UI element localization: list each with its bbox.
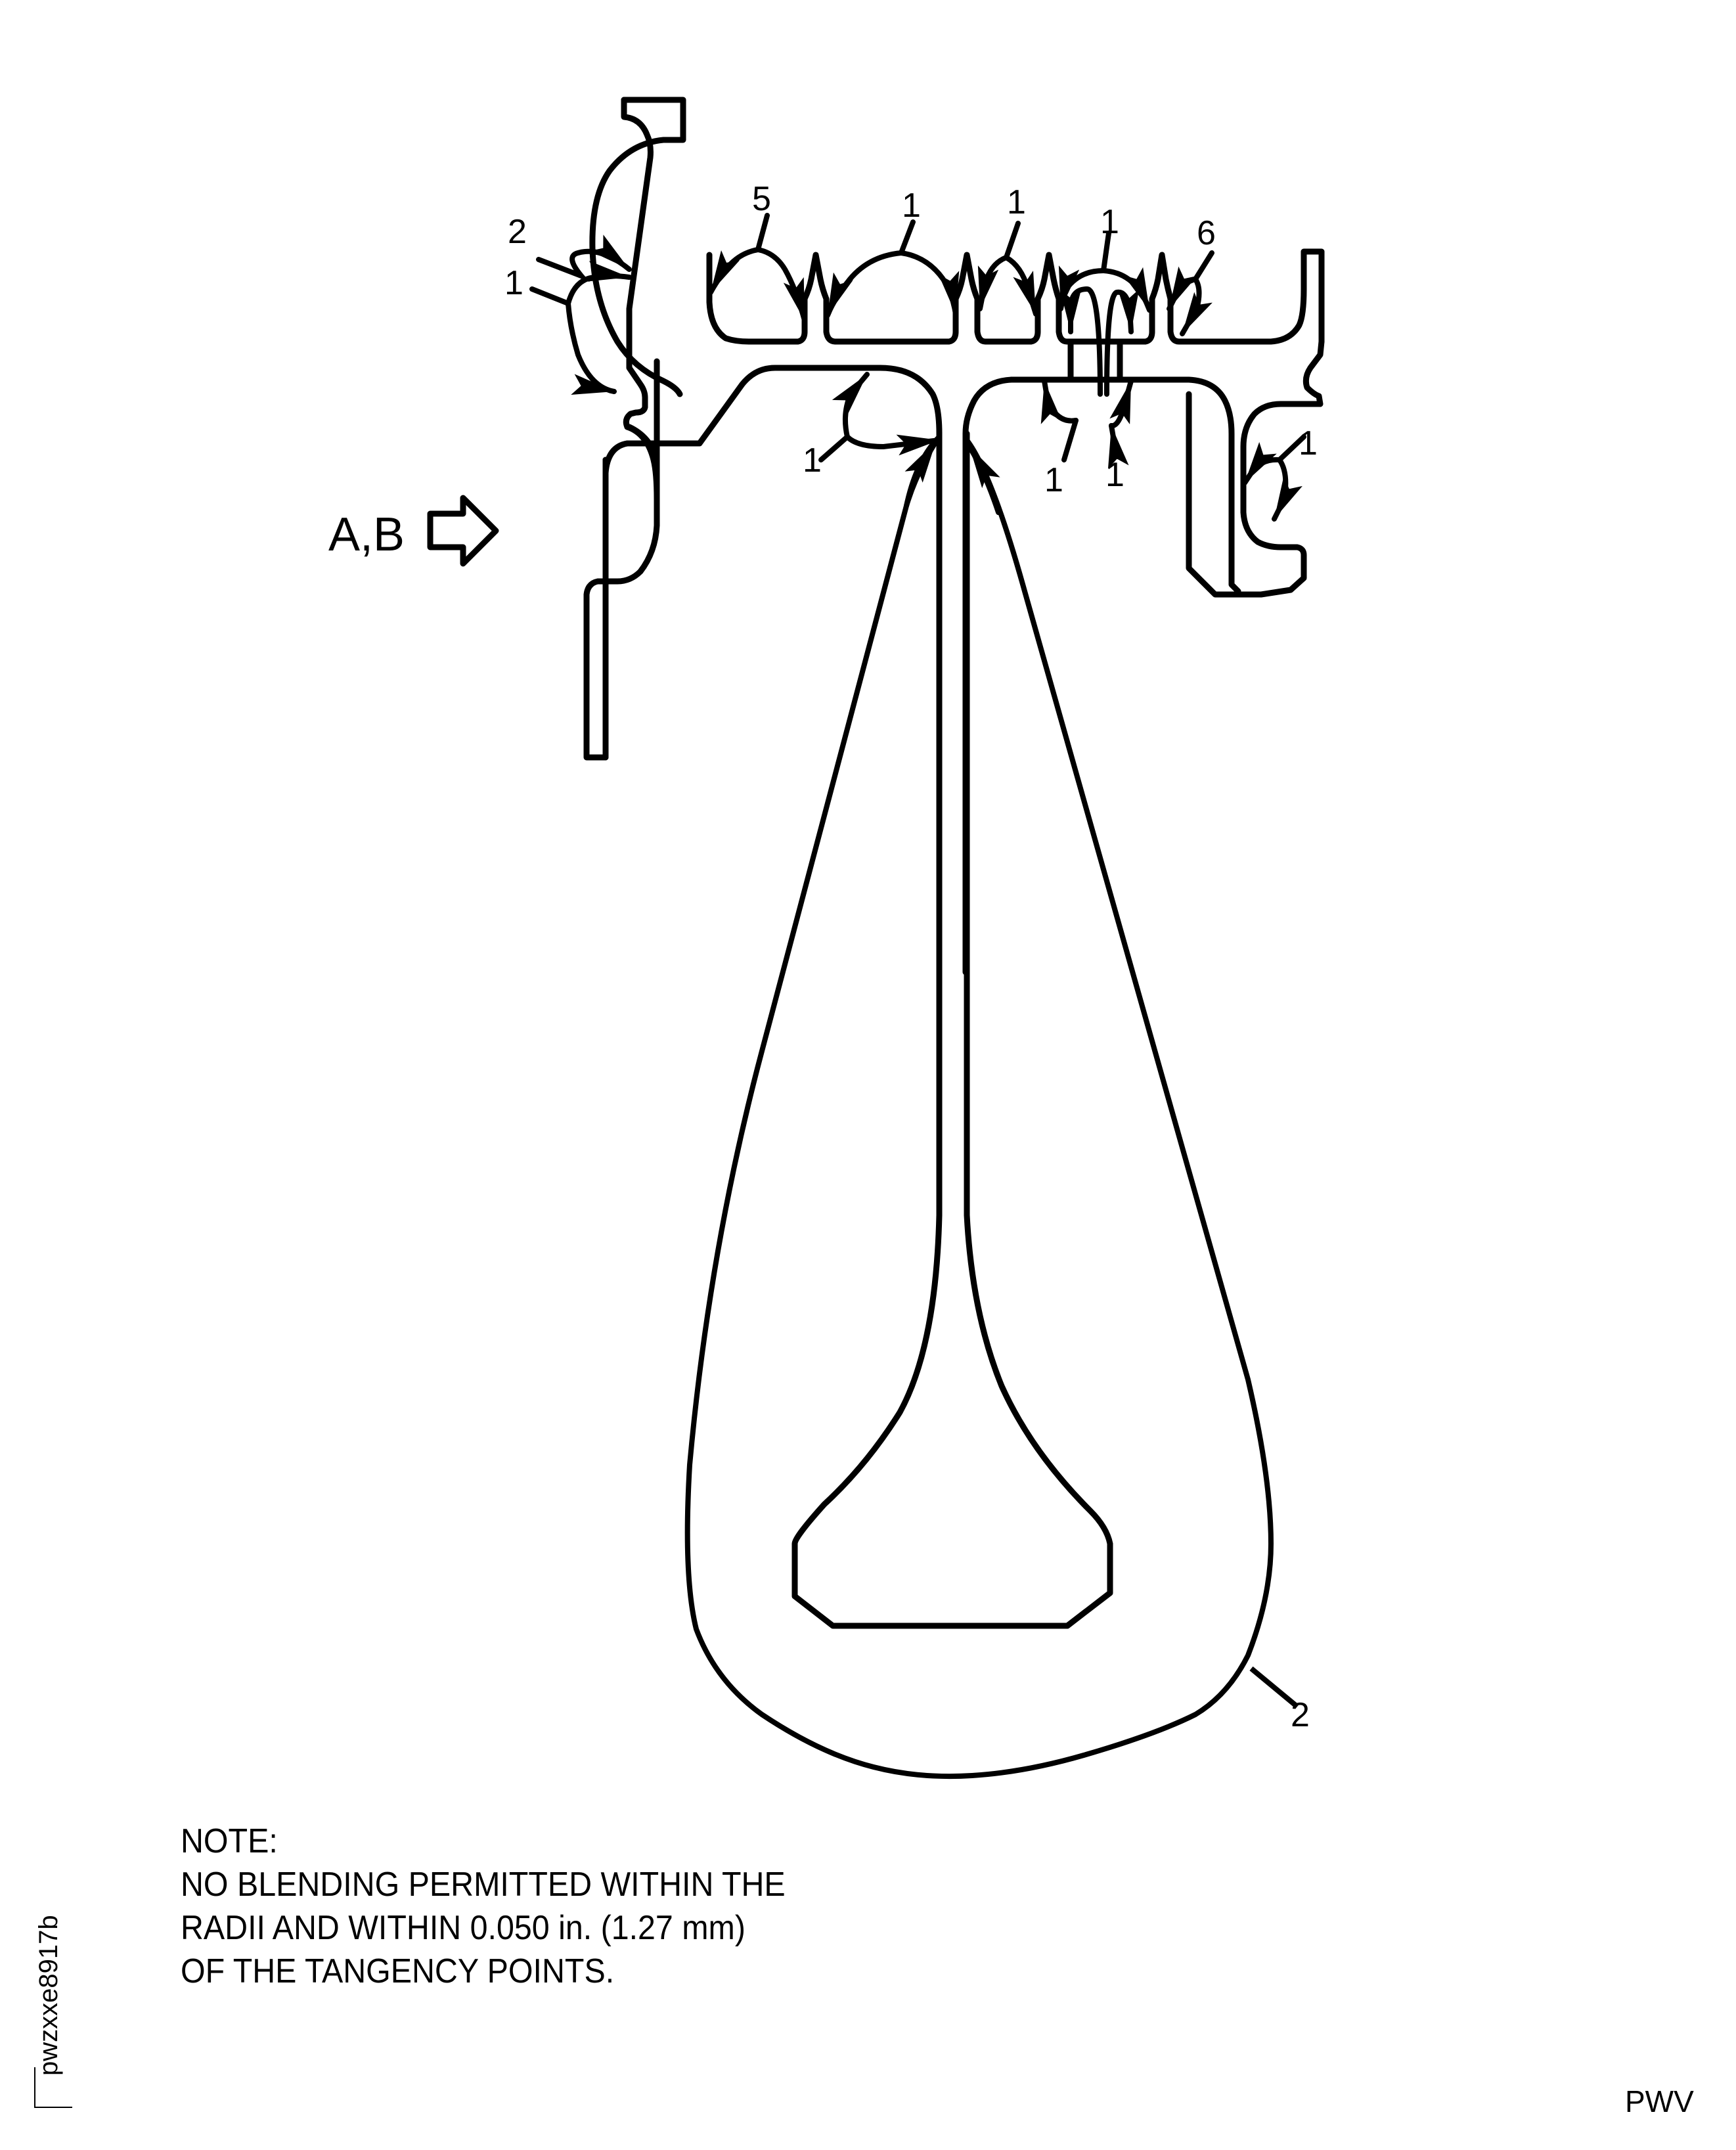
callout-1-b: 1 — [1007, 183, 1026, 221]
callout-1-a: 1 — [902, 187, 921, 225]
callout-1-c: 1 — [1100, 203, 1119, 241]
callout-1-web-left: 1 — [803, 441, 822, 480]
disk-web-outline — [684, 430, 1274, 1780]
view-indicator: A,B — [328, 495, 499, 567]
note-heading: NOTE: — [181, 1822, 278, 1860]
callout-1-top-left: 1 — [504, 264, 523, 302]
blending-note: NOTE: NO BLENDING PERMITTED WITHIN THE R… — [181, 1820, 786, 1993]
figure-id: pwzxxe8917b — [34, 1915, 63, 2076]
callout-5: 5 — [752, 180, 771, 218]
hollow-right-arrow-icon — [427, 495, 499, 567]
note-line-1: NO BLENDING PERMITTED WITHIN THE — [181, 1866, 786, 1904]
note-line-3: OF THE TANGENCY POINTS. — [181, 1952, 615, 1990]
callout-6: 6 — [1197, 214, 1216, 252]
rim-outline — [583, 97, 1325, 975]
radius-callout-arrows — [529, 213, 1306, 1709]
footer-code: PWV — [1625, 2084, 1694, 2118]
note-line-2: RADII AND WITHIN 0.050 in. (1.27 mm) — [181, 1909, 746, 1947]
callout-2-top-left: 2 — [508, 213, 527, 251]
callout-numbers: 2 1 5 1 1 1 6 1 1 1 1 2 — [504, 180, 1318, 1734]
callout-1-right: 1 — [1299, 424, 1318, 462]
callout-1-slot-left: 1 — [1044, 461, 1063, 499]
callout-2-bottom: 2 — [1291, 1696, 1310, 1734]
figure-id-bracket-base — [34, 2107, 72, 2108]
callout-1-slot-right: 1 — [1105, 456, 1124, 494]
view-label: A,B — [328, 508, 405, 561]
figure-id-bracket — [34, 2067, 35, 2108]
